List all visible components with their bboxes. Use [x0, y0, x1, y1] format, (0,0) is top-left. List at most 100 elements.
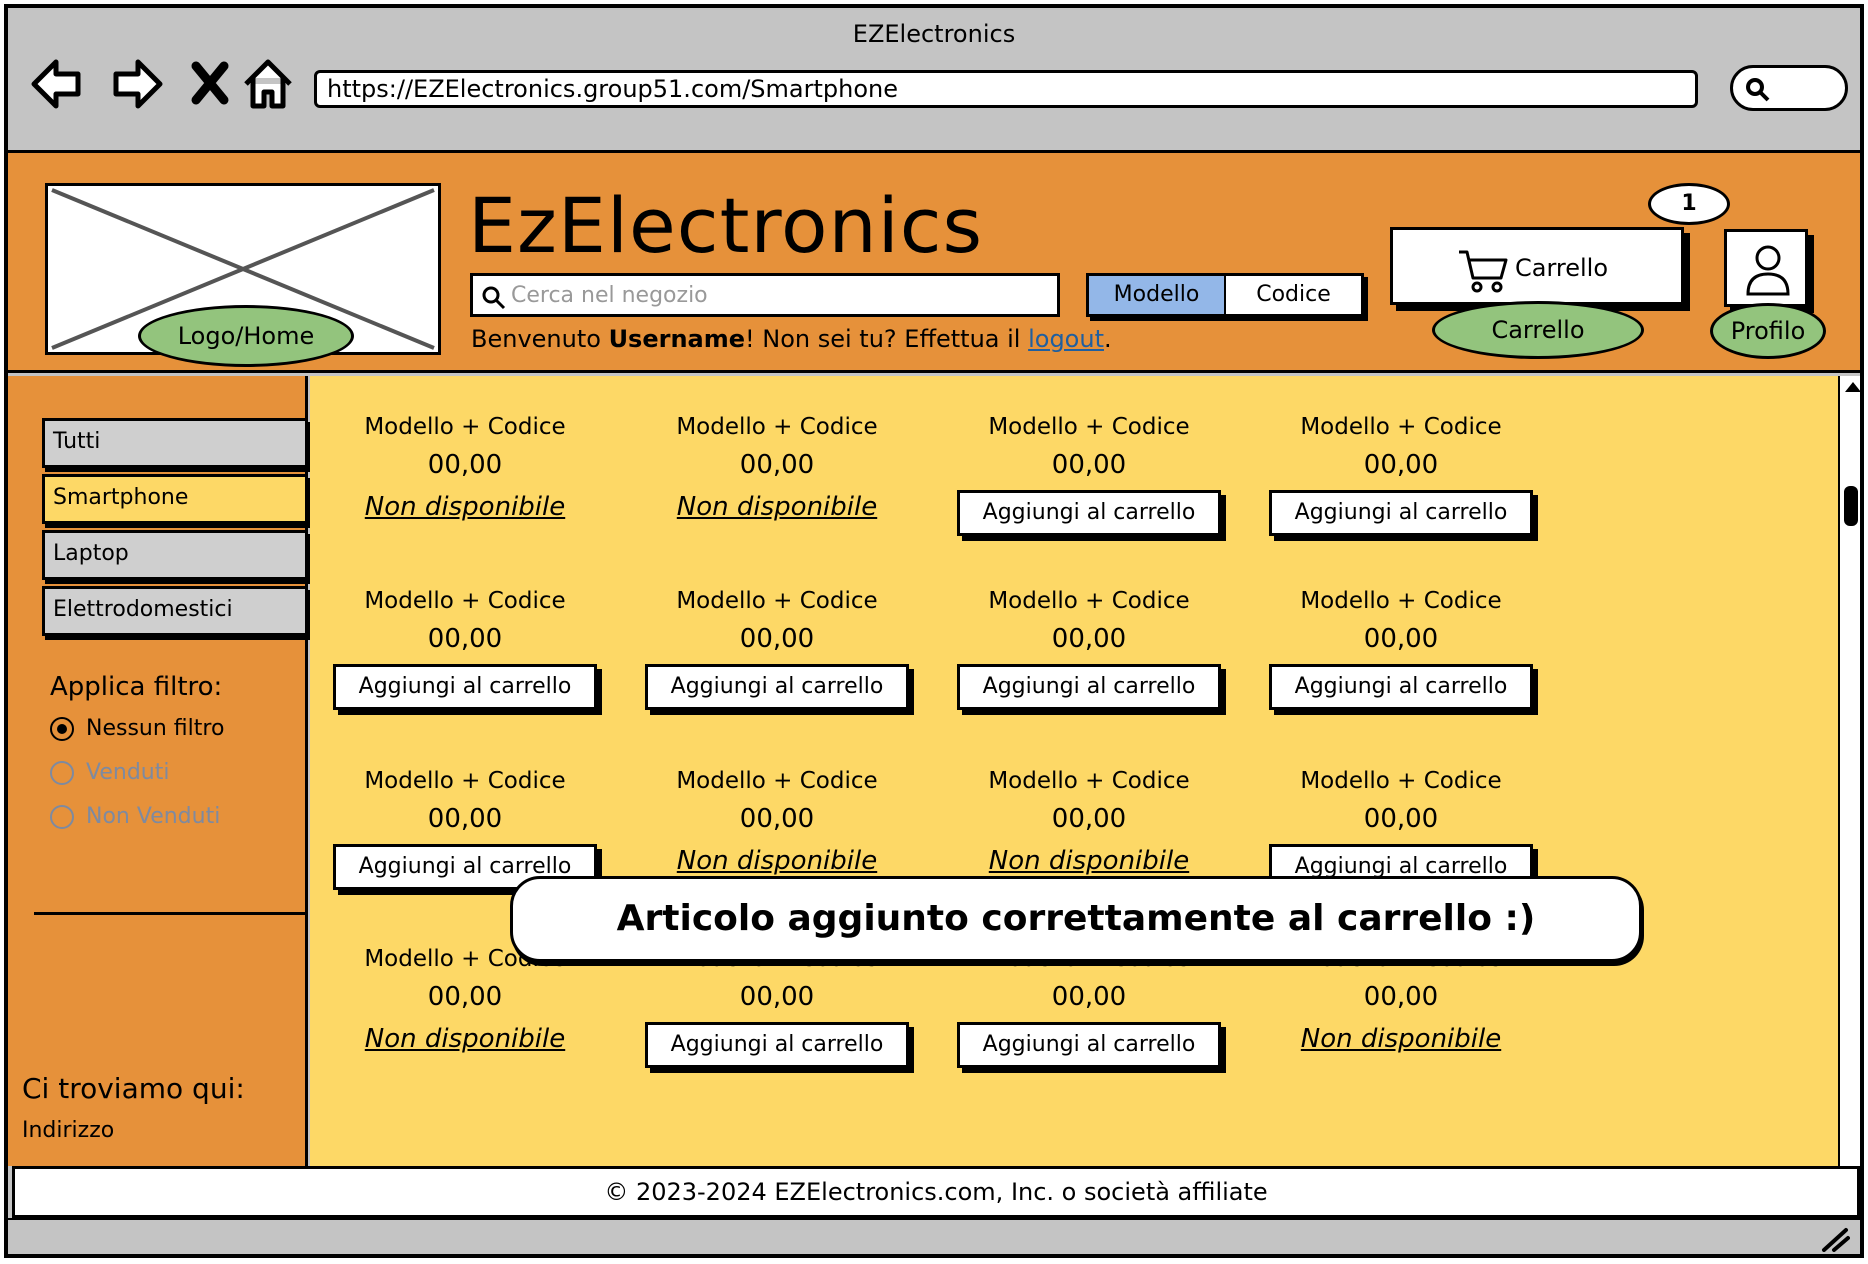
category-tutti[interactable]: Tutti: [42, 418, 308, 468]
welcome-middle: ! Non sei tu? Effettua il: [745, 325, 1029, 353]
search-mode-modello[interactable]: Modello: [1089, 276, 1226, 314]
location-address: Indirizzo: [22, 1118, 115, 1143]
category-smartphone[interactable]: Smartphone: [42, 474, 308, 524]
category-elettrodomestici[interactable]: Elettrodomestici: [42, 586, 308, 636]
product-title: Modello + Codice: [676, 414, 878, 440]
product-price: 00,00: [739, 804, 815, 834]
address-bar[interactable]: https://EZElectronics.group51.com/Smartp…: [314, 70, 1698, 108]
product-price: 00,00: [427, 982, 503, 1012]
product-price: 00,00: [1363, 450, 1439, 480]
resize-grip-icon[interactable]: [1820, 1226, 1850, 1252]
welcome-message: Benvenuto Username! Non sei tu? Effettua…: [471, 325, 1112, 353]
scroll-up-icon[interactable]: [1845, 382, 1860, 392]
search-icon: [1746, 78, 1770, 102]
product-price: 00,00: [739, 982, 815, 1012]
footer: © 2023-2024 EZElectronics.com, Inc. o so…: [12, 1166, 1860, 1218]
product-price: 00,00: [1363, 804, 1439, 834]
search-mode-codice[interactable]: Codice: [1256, 282, 1331, 307]
browser-window: EZElectronics https://EZElectronics.grou…: [4, 4, 1864, 1258]
site-header: Logo/Home EzElectronics Modello Codice B…: [8, 153, 1860, 373]
store-search: [470, 273, 1060, 317]
scroll-thumb[interactable]: [1844, 486, 1858, 526]
unavailable-label: Non disponibile: [1300, 1024, 1502, 1054]
product-price: 00,00: [427, 804, 503, 834]
product-title: Modello + Codice: [1300, 588, 1502, 614]
product-price: 00,00: [1051, 624, 1127, 654]
cart-button[interactable]: Carrello: [1390, 227, 1684, 305]
filter-label: Venduti: [86, 760, 170, 785]
add-to-cart-button[interactable]: Aggiungi al carrello: [957, 664, 1221, 710]
browser-search-button[interactable]: [1730, 65, 1848, 111]
back-icon[interactable]: [28, 54, 88, 114]
scrollbar[interactable]: [1838, 376, 1860, 1166]
product-title: Modello + Codice: [676, 768, 878, 794]
filter-non-venduti[interactable]: Non Venduti: [50, 804, 220, 829]
store-search-input[interactable]: [511, 280, 1051, 310]
add-to-cart-button[interactable]: Aggiungi al carrello: [333, 664, 597, 710]
window-title: EZElectronics: [852, 20, 1016, 48]
logo-home-label: Logo/Home: [138, 305, 354, 367]
product-title: Modello + Codice: [988, 588, 1190, 614]
product-price: 00,00: [739, 624, 815, 654]
product-price: 00,00: [1363, 982, 1439, 1012]
product-title: Modello + Codice: [364, 588, 566, 614]
user-icon: [1746, 245, 1790, 296]
add-to-cart-button[interactable]: Aggiungi al carrello: [1269, 490, 1533, 536]
product-price: 00,00: [1051, 450, 1127, 480]
product-price: 00,00: [1363, 624, 1439, 654]
browser-statusbar: [8, 1218, 1860, 1254]
product-price: 00,00: [1051, 982, 1127, 1012]
filter-nessun-filtro[interactable]: Nessun filtro: [50, 716, 224, 741]
add-to-cart-button[interactable]: Aggiungi al carrello: [1269, 664, 1533, 710]
add-to-cart-button[interactable]: Aggiungi al carrello: [645, 1022, 909, 1068]
add-to-cart-button[interactable]: Aggiungi al carrello: [957, 490, 1221, 536]
product-title: Modello + Codice: [364, 768, 566, 794]
product-title: Modello + Codice: [988, 768, 1190, 794]
search-mode-toggle: Modello Codice: [1086, 273, 1364, 317]
product-title: Modello + Codice: [364, 414, 566, 440]
radio-selected-icon: [50, 716, 74, 741]
search-icon: [482, 286, 506, 310]
add-to-cart-button[interactable]: Aggiungi al carrello: [645, 664, 909, 710]
home-icon[interactable]: [238, 54, 298, 114]
welcome-username: Username: [608, 325, 746, 353]
add-to-cart-button[interactable]: Aggiungi al carrello: [333, 844, 597, 890]
product-title: Modello + Codice: [1300, 768, 1502, 794]
cart-count-badge: 1: [1648, 183, 1730, 225]
welcome-prefix: Benvenuto: [471, 325, 609, 353]
product-title: Modello + Codice: [1300, 414, 1502, 440]
logout-link[interactable]: logout: [1028, 325, 1104, 353]
forward-icon[interactable]: [106, 54, 166, 114]
product-price: 00,00: [739, 450, 815, 480]
add-to-cart-button[interactable]: Aggiungi al carrello: [957, 1022, 1221, 1068]
filter-venduti[interactable]: Venduti: [50, 760, 169, 785]
stop-icon[interactable]: [184, 54, 244, 114]
product-title: Modello + Codice: [676, 588, 878, 614]
category-laptop[interactable]: Laptop: [42, 530, 308, 580]
cart-button-label: Carrello: [1515, 254, 1609, 282]
logo-placeholder-icon: [51, 188, 435, 350]
product-price: 00,00: [427, 624, 503, 654]
radio-icon: [50, 760, 74, 785]
unavailable-label: Non disponibile: [364, 492, 566, 522]
brand-title: EzElectronics: [468, 181, 984, 270]
profile-button[interactable]: [1724, 229, 1808, 307]
toast-notification: Articolo aggiunto correttamente al carre…: [510, 876, 1642, 962]
product-title: Modello + Codice: [988, 414, 1190, 440]
cart-label: Carrello: [1432, 301, 1644, 359]
location-title: Ci troviamo qui:: [22, 1072, 245, 1105]
